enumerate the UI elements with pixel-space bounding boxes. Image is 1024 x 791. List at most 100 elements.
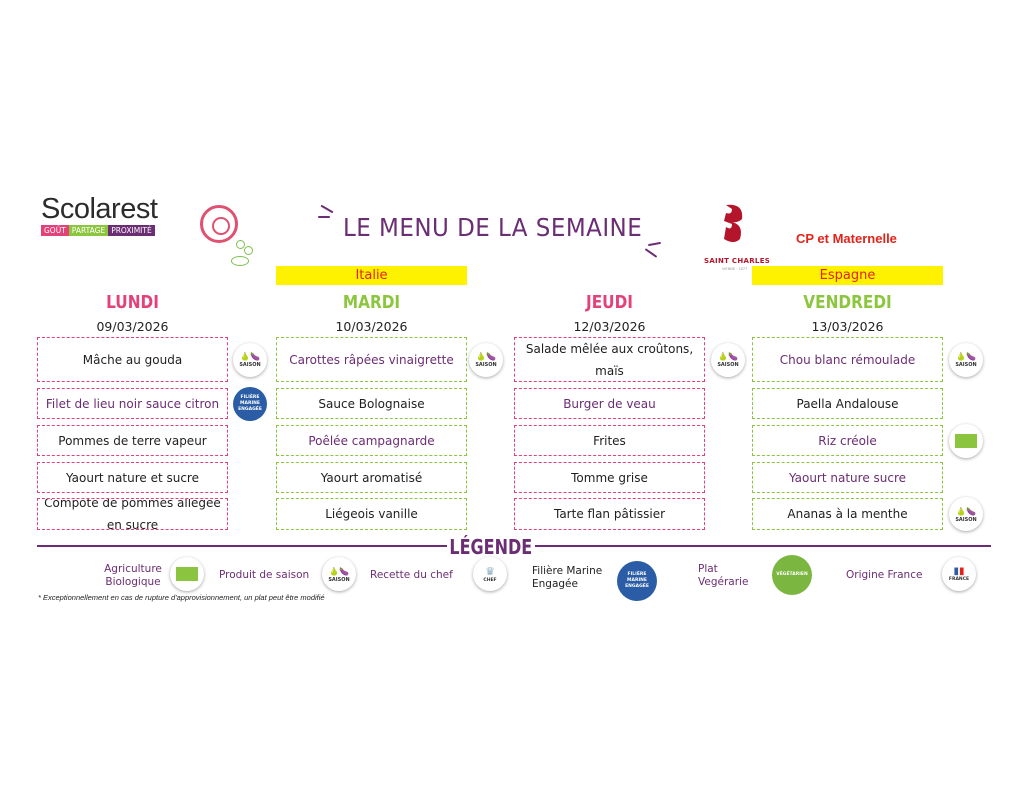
menu-item: Riz créole — [752, 425, 943, 456]
eu-organic-leaf-icon — [955, 433, 977, 448]
menu-item-label: Tarte flan pâtissier — [553, 507, 666, 521]
pear-eggplant-icon: 🍐🍆 — [329, 566, 349, 576]
legend-divider — [527, 545, 991, 547]
marine-badge-icon: FILIÈRE MARINE ENGAGÉE — [233, 386, 267, 421]
menu-item-label: Burger de veau — [563, 396, 656, 411]
legend-divider — [37, 545, 447, 547]
menu-item-label: Liégeois vanille — [325, 507, 418, 521]
bio-badge-icon — [949, 423, 983, 458]
flag: ▮▮ — [953, 566, 964, 577]
saison-badge-icon: 🍐🍆SAISON — [949, 342, 983, 377]
french-flag-icon: ▮ — [953, 565, 959, 577]
menu-item-label: Yaourt aromatisé — [320, 470, 423, 485]
badge-text: SAISON — [717, 362, 739, 368]
legend-title: LÉGENDE — [447, 535, 535, 559]
legend-bio-icon — [170, 557, 204, 591]
day-date: 13/03/2026 — [811, 319, 884, 334]
day-date: 09/03/2026 — [96, 319, 169, 334]
badge-text: CHEF — [483, 577, 497, 583]
menu-item-label: Mâche au gouda — [82, 352, 183, 367]
badge-text: SAISON — [239, 362, 261, 368]
menu-item-label: Frites — [593, 433, 626, 448]
menu-item-label: Tomme grise — [571, 470, 648, 485]
menu-item-label: Pommes de terre vapeur — [58, 433, 207, 448]
badge-text: FRANCE — [948, 576, 970, 582]
title-decoration — [318, 216, 330, 218]
menu-item-label: Chou blanc rémoulade — [779, 352, 916, 367]
menu-item: Sauce Bolognaise — [276, 388, 467, 419]
chef-hat-icon: ♛ — [485, 564, 495, 578]
tagline-proximite: PROXIMITÉ — [108, 225, 155, 236]
page-title: LE MENU DE LA SEMAINE — [343, 213, 643, 242]
flag-red: ▮ — [959, 565, 965, 577]
menu-item: Chou blanc rémoulade — [752, 337, 943, 382]
menu-item: Carottes râpées vinaigrette — [276, 337, 467, 382]
menu-item: Salade mêlée aux croûtons, maïs — [514, 337, 705, 382]
menu-item: Frites — [514, 425, 705, 456]
badge-text: FILIÈRE MARINE ENGAGÉE — [238, 394, 262, 412]
menu-item-label: Carottes râpées vinaigrette — [289, 352, 454, 367]
legend-chef-icon: ♛CHEF — [473, 557, 507, 591]
footnote: * Exceptionnellement en cas de rupture d… — [38, 593, 325, 602]
menu-item-label: Compote de pommes allégée en sucre — [44, 498, 221, 530]
menu-item-label: Poêlée campagnarde — [308, 433, 435, 448]
day-name: LUNDI — [106, 292, 159, 313]
legend-marine-icon: FILIÈRE MARINE ENGAGÉE — [617, 561, 657, 601]
saison-badge-icon: 🍐🍆SAISON — [469, 342, 503, 377]
scolarest-logo: Scolarest — [41, 193, 158, 225]
menu-item: Yaourt nature et sucre — [37, 462, 228, 493]
day-name: VENDREDI — [803, 292, 892, 313]
title-decoration — [320, 204, 334, 214]
donut-illustration — [200, 205, 238, 243]
pear-eggplant-icon: 🍐🍆 — [956, 352, 976, 361]
legend-france-icon: ▮▮FRANCE — [942, 557, 976, 591]
legend-label: Recette du chef — [370, 569, 453, 581]
bubble-decoration — [231, 256, 249, 266]
eu-organic-leaf-icon — [176, 567, 198, 581]
school-subtitle: VIENNE · 1877 — [722, 267, 748, 271]
theme-banner: Espagne — [752, 266, 943, 285]
bubble-decoration — [236, 240, 245, 249]
legend-saison-icon: 🍐🍆SAISON — [322, 557, 356, 591]
menu-item: Pommes de terre vapeur — [37, 425, 228, 456]
saison-badge-icon: 🍐🍆SAISON — [711, 342, 745, 377]
menu-item-label: Sauce Bolognaise — [318, 396, 425, 411]
pear-eggplant-icon: 🍐🍆 — [240, 352, 260, 361]
legend-label: Filière Marine Engagée — [532, 565, 603, 590]
menu-item: Tarte flan pâtissier — [514, 498, 705, 530]
school-level: CP et Maternelle — [796, 231, 897, 246]
menu-item: Yaourt aromatisé — [276, 462, 467, 493]
menu-item: Yaourt nature sucre — [752, 462, 943, 493]
legend-veg-icon: VÉGÉTARIEN — [772, 555, 812, 595]
legend-label: Origine France — [846, 569, 923, 581]
scolarest-tagline: GOÛT PARTAGE PROXIMITÉ — [41, 225, 155, 236]
theme-banner: Italie — [276, 266, 467, 285]
badge-text: SAISON — [955, 362, 977, 368]
menu-item: Mâche au gouda — [37, 337, 228, 382]
badge-text: VÉGÉTARIEN — [776, 572, 808, 577]
title-decoration — [644, 248, 658, 258]
legend-label: Agriculture Biologique — [104, 563, 162, 588]
menu-item: Liégeois vanille — [276, 498, 467, 530]
day-date: 12/03/2026 — [573, 319, 646, 334]
pear-eggplant-icon: 🍐🍆 — [476, 352, 496, 361]
saison-badge-icon: 🍐🍆SAISON — [233, 342, 267, 377]
menu-item: Ananas à la menthe — [752, 498, 943, 530]
menu-item: Filet de lieu noir sauce citron — [37, 388, 228, 419]
pear-eggplant-icon: 🍐🍆 — [718, 352, 738, 361]
menu-item-label: Filet de lieu noir sauce citron — [45, 396, 220, 411]
legend-label: Produit de saison — [219, 569, 310, 581]
menu-item-label: Ananas à la menthe — [787, 507, 908, 521]
menu-item: Poêlée campagnarde — [276, 425, 467, 456]
menu-item: Paella Andalouse — [752, 388, 943, 419]
day-name: MARDI — [342, 292, 401, 313]
menu-item: Burger de veau — [514, 388, 705, 419]
menu-item: Tomme grise — [514, 462, 705, 493]
day-name: JEUDI — [586, 292, 633, 313]
tagline-gout: GOÛT — [41, 225, 69, 236]
pear-eggplant-icon: 🍐🍆 — [956, 506, 976, 516]
menu-item-label: Yaourt nature et sucre — [66, 470, 199, 485]
menu-item-label: Riz créole — [818, 433, 877, 448]
menu-item-label: Yaourt nature sucre — [788, 470, 907, 485]
